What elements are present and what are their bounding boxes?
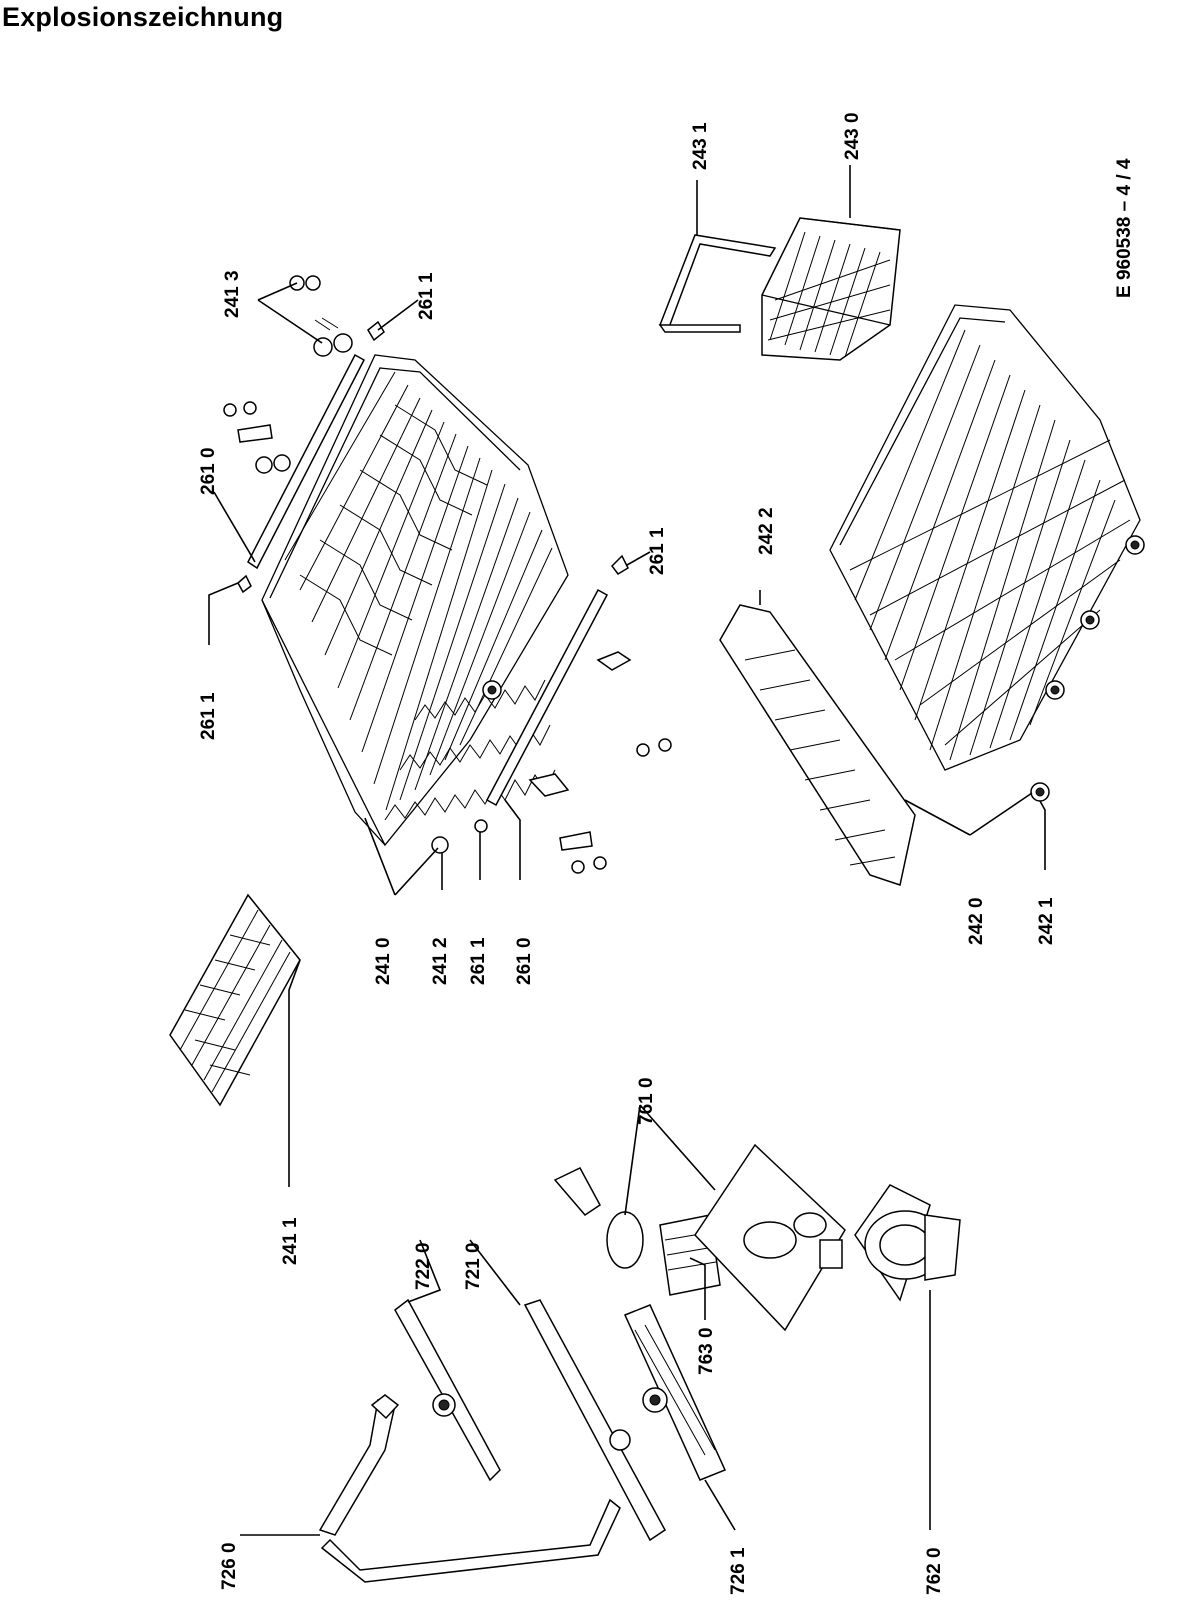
basket-handle-2431	[658, 234, 777, 333]
arm-bracket-7610	[553, 1167, 644, 1269]
fine-filter-plate-7610	[694, 1143, 846, 1332]
cutlery-basket-2430	[761, 217, 901, 361]
callout-2611-mid: 261 1	[647, 527, 668, 575]
roller-clips-left	[223, 401, 291, 474]
callout-2412: 241 2	[430, 937, 451, 985]
upper-spray-arm-7220	[394, 1298, 501, 1482]
callout-2413: 241 3	[222, 270, 243, 318]
callout-7620: 762 0	[924, 1547, 945, 1595]
callout-2420: 242 0	[966, 897, 987, 945]
callout-2610-low: 261 0	[514, 937, 535, 985]
lower-spray-arm-7210	[523, 1299, 666, 1542]
small-clip-2611-left	[237, 574, 252, 594]
callout-7261: 726 1	[728, 1547, 749, 1595]
upper-basket	[261, 354, 569, 847]
callout-7610: 761 0	[636, 1077, 657, 1125]
callout-2422: 242 2	[756, 507, 777, 555]
callout-2411: 241 1	[280, 1217, 301, 1265]
callout-2611-top: 261 1	[416, 272, 437, 320]
plate-rack-2422	[719, 604, 916, 886]
callout-2430: 243 0	[842, 112, 863, 160]
lower-basket	[829, 304, 1145, 771]
callout-7630: 763 0	[696, 1327, 717, 1375]
roller-pairs-mid	[431, 651, 672, 874]
callout-7220: 722 0	[413, 1242, 434, 1290]
callout-2611-left: 261 1	[198, 692, 219, 740]
cup-shelf-2411	[169, 893, 301, 1107]
callout-7260: 726 0	[219, 1542, 240, 1590]
filter-plate-7261	[623, 1304, 727, 1481]
upper-rail-bottom	[485, 588, 609, 807]
callout-labels: 241 3 261 1 261 0 261 1 261 1 242 2 243 …	[198, 112, 1135, 1595]
micro-filter-7620	[854, 1184, 961, 1302]
callout-7210: 721 0	[463, 1242, 484, 1290]
upper-rail-top	[247, 353, 365, 570]
drawing-code: E 960538 – 4 / 4	[1114, 158, 1135, 298]
callout-2610-top: 261 0	[198, 447, 219, 495]
small-clip-2611-top	[367, 320, 385, 342]
callout-2421: 242 1	[1036, 897, 1057, 945]
callout-2611-low: 261 1	[468, 937, 489, 985]
small-clip-2611-mid	[611, 554, 629, 575]
page-title: Explosionszeichnung	[2, 2, 284, 32]
leader-lines	[208, 165, 1046, 1536]
wheel-2421	[1030, 782, 1050, 802]
callout-2410: 241 0	[373, 937, 394, 985]
callout-2431: 243 1	[690, 122, 711, 170]
supply-pipe-7260	[318, 1394, 621, 1583]
roller-clips-2413	[289, 275, 353, 357]
